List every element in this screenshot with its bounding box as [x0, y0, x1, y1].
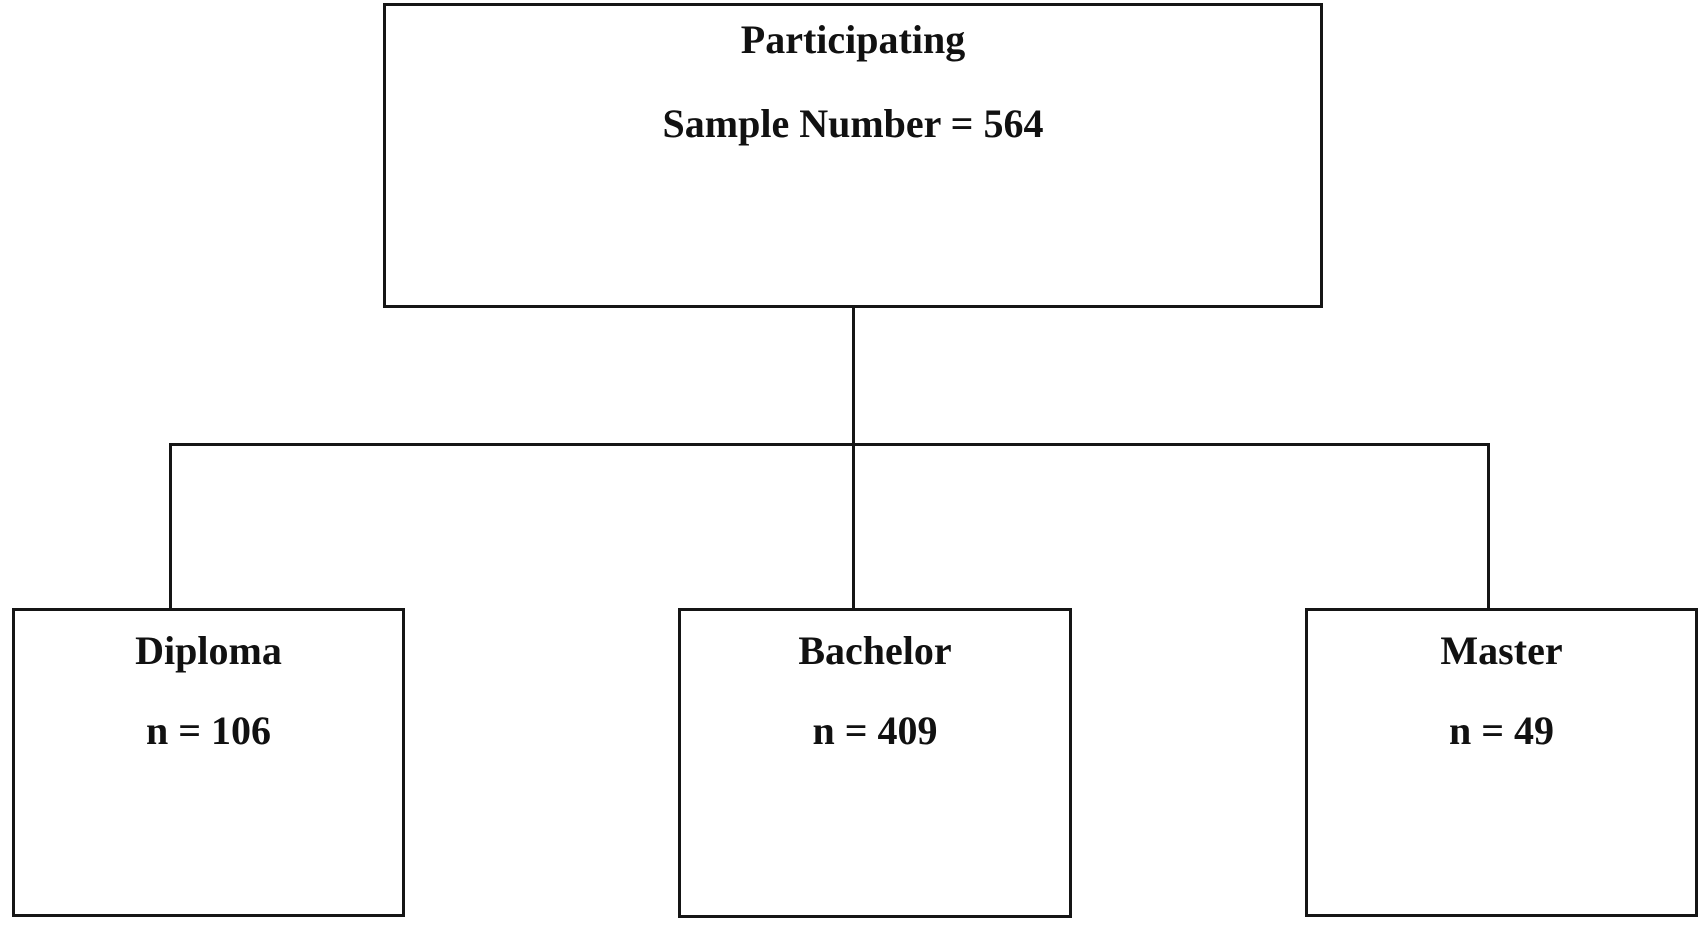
- node-diploma-title: Diploma: [135, 628, 282, 673]
- node-participating: Participating Sample Number = 564: [383, 3, 1323, 308]
- connector-root-drop-line: [852, 308, 855, 608]
- connector-horizontal-line: [169, 443, 1490, 446]
- node-master: Master n = 49: [1305, 608, 1698, 917]
- node-bachelor: Bachelor n = 409: [678, 608, 1072, 918]
- node-master-count: n = 49: [1448, 708, 1555, 753]
- node-participating-sample-number: Sample Number = 564: [662, 101, 1044, 146]
- node-diploma-count: n = 106: [145, 708, 272, 753]
- connector-diploma-drop-line: [169, 443, 172, 608]
- node-diploma: Diploma n = 106: [12, 608, 405, 917]
- node-master-title: Master: [1440, 628, 1563, 673]
- node-bachelor-count: n = 409: [812, 708, 938, 753]
- node-bachelor-title: Bachelor: [798, 628, 952, 673]
- node-participating-title: Participating: [740, 17, 966, 62]
- connector-master-drop-line: [1487, 443, 1490, 608]
